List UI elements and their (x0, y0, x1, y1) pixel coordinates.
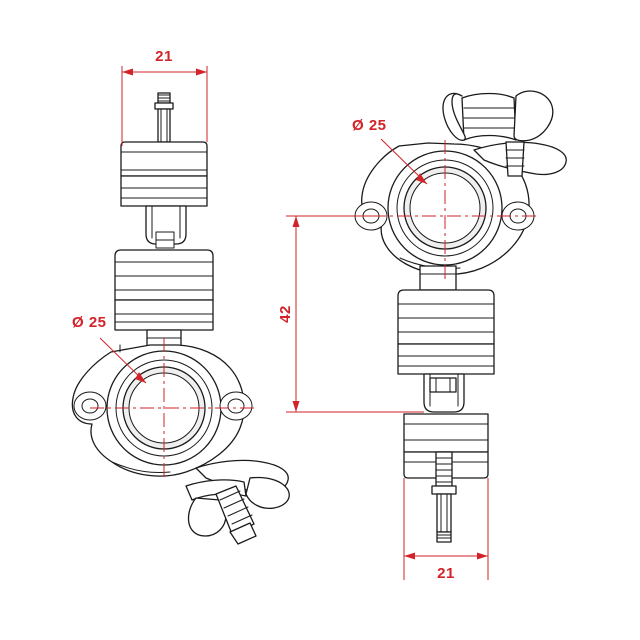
dim-label-right-width: 21 (437, 565, 455, 582)
right-wing-bolt (442, 90, 567, 177)
right-mid-body (397, 289, 495, 375)
dim-left-width-21: 21 (121, 48, 208, 146)
dim-label-left-width: 21 (155, 48, 173, 65)
left-wing-bolt (185, 459, 290, 545)
right-view-geometry (354, 90, 567, 543)
dim-right-height-42: 42 (277, 215, 424, 413)
left-ring-center-lines (90, 338, 258, 478)
dim-label-right-bore: Ø 25 (352, 117, 387, 134)
left-upper-body (120, 141, 208, 207)
left-mid-body (114, 249, 214, 331)
left-clamp-ring (71, 344, 253, 477)
left-threaded-stud (154, 92, 174, 143)
left-swivel-knuckle (145, 205, 187, 249)
left-view-geometry (71, 92, 290, 545)
dim-right-width-21: 21 (403, 478, 489, 582)
dim-left-bore-diameter: Ø 25 (72, 314, 147, 384)
right-body-boss (419, 265, 457, 291)
dimension-annotations: 21 Ø 25 Ø 25 (72, 48, 540, 582)
dim-label-right-height: 42 (277, 305, 294, 323)
right-threaded-stud (429, 377, 457, 543)
dim-label-left-bore: Ø 25 (72, 314, 107, 331)
right-ring-center-lines (372, 140, 540, 280)
dim-right-bore-diameter: Ø 25 (352, 117, 428, 185)
